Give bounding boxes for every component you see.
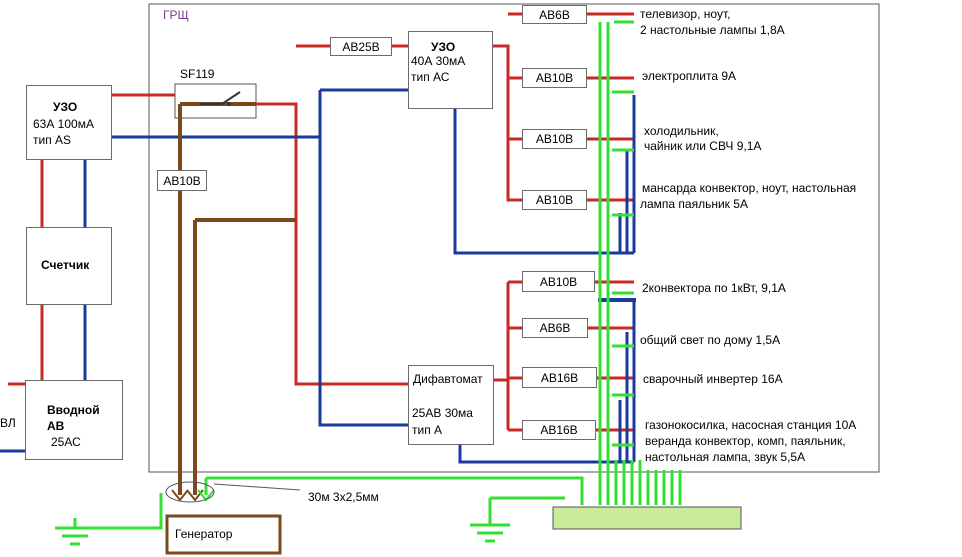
meter[interactable]: Счетчик bbox=[26, 227, 112, 305]
uzo-group[interactable]: УЗО 40А 30мА тип АС bbox=[408, 31, 493, 109]
uzo-main-type: тип AS bbox=[33, 133, 72, 147]
difavtomat-title: Дифавтомат bbox=[413, 372, 483, 386]
breaker-bottom-3[interactable]: АВ16В bbox=[522, 367, 597, 388]
ground-symbol-right bbox=[470, 523, 510, 543]
load-top-4-line2: лампа паяльник 5А bbox=[640, 197, 748, 211]
uzo-main[interactable]: УЗО 63А 100мА тип AS bbox=[26, 85, 112, 160]
input-breaker[interactable]: Вводной АВ 25АС bbox=[25, 380, 123, 460]
ground-bus-bar bbox=[552, 506, 742, 530]
vl-label: ВЛ bbox=[0, 416, 16, 430]
breaker-top-4[interactable]: АВ10В bbox=[522, 190, 587, 210]
panel-outline bbox=[148, 3, 880, 473]
load-bottom-4-line2: веранда конвектор, комп, паяльник, bbox=[645, 434, 846, 448]
cable-loop bbox=[165, 481, 215, 503]
uzo-group-title: УЗО bbox=[431, 40, 456, 54]
load-top-2-line1: электроплита 9А bbox=[642, 69, 737, 83]
breaker-bottom-1[interactable]: АВ10В bbox=[522, 271, 595, 292]
uzo-group-type: тип АС bbox=[411, 70, 450, 84]
input-breaker-rating: 25АС bbox=[51, 435, 81, 449]
generator-label: Генератор bbox=[175, 527, 233, 541]
generator-wires bbox=[165, 102, 296, 555]
load-bottom-1-line1: 2конвектора по 1кВт, 9,1А bbox=[642, 281, 786, 295]
load-top-3-line1: холодильник, bbox=[644, 124, 719, 138]
load-top-1-line1: телевизор, ноут, bbox=[640, 7, 731, 21]
load-bottom-4-line3: настольная лампа, звук 5,5А bbox=[645, 450, 806, 464]
load-bottom-3-line1: сварочный инвертер 16А bbox=[643, 372, 783, 386]
sf119-switch bbox=[174, 83, 257, 119]
generator-breaker[interactable]: АВ10В bbox=[157, 170, 207, 191]
generator[interactable] bbox=[167, 516, 280, 553]
cable-label: 30м 3х2,5мм bbox=[308, 490, 379, 504]
sf119-label: SF119 bbox=[180, 67, 215, 81]
load-top-4-line1: мансарда конвектор, ноут, настольная bbox=[642, 181, 857, 195]
meter-title: Счетчик bbox=[41, 258, 90, 272]
breaker-top-3[interactable]: АВ10В bbox=[522, 129, 587, 149]
breaker-bottom-2[interactable]: АВ6В bbox=[522, 318, 588, 338]
ground-symbol-left bbox=[55, 526, 95, 546]
panel-title: ГРЩ bbox=[163, 8, 189, 22]
load-bottom-2-line1: общий свет по дому 1,5А bbox=[640, 333, 781, 347]
uzo-main-title: УЗО bbox=[53, 100, 78, 114]
ab25-breaker[interactable]: АВ25В bbox=[330, 37, 392, 56]
breaker-top-2[interactable]: АВ10В bbox=[522, 68, 587, 88]
breaker-top-1[interactable]: АВ6В bbox=[522, 5, 587, 24]
difavtomat-rating: 25АВ 30ма bbox=[412, 406, 473, 420]
difavtomat-type: тип А bbox=[412, 423, 443, 437]
uzo-group-rating: 40А 30мА bbox=[411, 54, 466, 68]
breaker-bottom-4[interactable]: АВ16В bbox=[522, 420, 596, 440]
uzo-main-rating: 63А 100мА bbox=[33, 117, 94, 131]
load-bottom-4-line1: газонокосилка, насосная станция 10А bbox=[645, 418, 857, 432]
load-top-3-line2: чайник или СВЧ 9,1А bbox=[644, 139, 762, 153]
difavtomat[interactable]: Дифавтомат 25АВ 30ма тип А bbox=[408, 365, 494, 445]
input-breaker-title: Вводной bbox=[47, 403, 100, 417]
ground-wires bbox=[73, 20, 682, 530]
load-top-1-line2: 2 настольные лампы 1,8А bbox=[640, 23, 785, 37]
input-breaker-title2: АВ bbox=[47, 419, 65, 433]
phase-wires bbox=[8, 12, 634, 432]
neutral-wires bbox=[0, 88, 636, 464]
